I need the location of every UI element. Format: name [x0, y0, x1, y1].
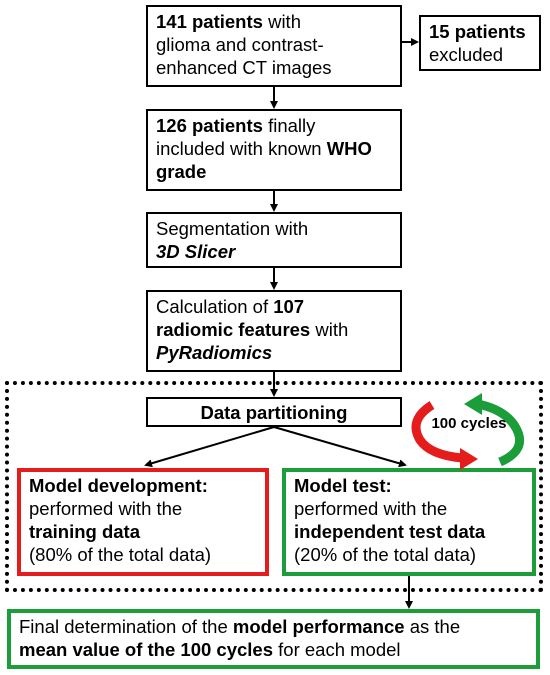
text: (80% of the total data) — [29, 544, 212, 565]
box-data-partitioning: Data partitioning — [146, 397, 402, 427]
text: glioma and contrast- — [156, 34, 324, 55]
arrow-to-test — [273, 426, 407, 468]
arrow-to-dev — [144, 426, 275, 468]
text: excluded — [429, 44, 504, 65]
box-segmentation: Segmentation with 3D Slicer — [146, 212, 402, 268]
box-141-patients: 141 patients with glioma and contrast- e… — [146, 5, 402, 87]
box-calculation: Calculation of 107 radiomic features wit… — [146, 290, 402, 372]
count-126: 126 patients — [156, 115, 263, 136]
text: Calculation of — [156, 296, 274, 317]
cycles-label: 100 cycles — [431, 415, 507, 432]
count-15: 15 patients — [429, 21, 526, 42]
text: Data partitioning — [200, 402, 348, 423]
text: included with known — [156, 138, 327, 159]
text: finally — [262, 115, 316, 136]
text: with — [262, 11, 301, 32]
text: (20% of the total data) — [294, 544, 477, 565]
box-126-patients: 126 patients finally included with known… — [146, 109, 402, 191]
text: enhanced CT images — [156, 57, 332, 78]
text: performed with the — [29, 498, 183, 519]
text: performed with the — [294, 498, 448, 519]
text: with — [310, 319, 349, 340]
tool-pyradiomics: PyRadiomics — [156, 342, 273, 363]
test-data-label: independent test data — [294, 521, 486, 542]
tool-3d-slicer: 3D Slicer — [156, 241, 236, 262]
cycle-arrows-icon — [411, 393, 524, 470]
radiomic-features-label: radiomic features — [156, 319, 311, 340]
title: Model development: — [29, 475, 208, 496]
box-excluded: 15 patients excluded — [419, 15, 541, 71]
model-performance-label: model performance — [232, 616, 405, 637]
who-label: WHO — [326, 138, 372, 159]
count-141: 141 patients — [156, 11, 263, 32]
text: Segmentation with — [156, 218, 309, 239]
training-data-label: training data — [29, 521, 141, 542]
box-model-development: Model development: performed with the tr… — [17, 468, 269, 576]
text: for each model — [273, 639, 401, 660]
text: Final determination of the — [19, 616, 233, 637]
box-model-test: Model test: performed with the independe… — [282, 468, 536, 576]
title: Model test: — [294, 475, 392, 496]
text: as the — [404, 616, 461, 637]
mean-value-label: mean value of the 100 cycles — [19, 639, 273, 660]
grade-label: grade — [156, 161, 207, 182]
count-107: 107 — [273, 296, 305, 317]
box-final-determination: Final determination of the model perform… — [7, 609, 540, 669]
